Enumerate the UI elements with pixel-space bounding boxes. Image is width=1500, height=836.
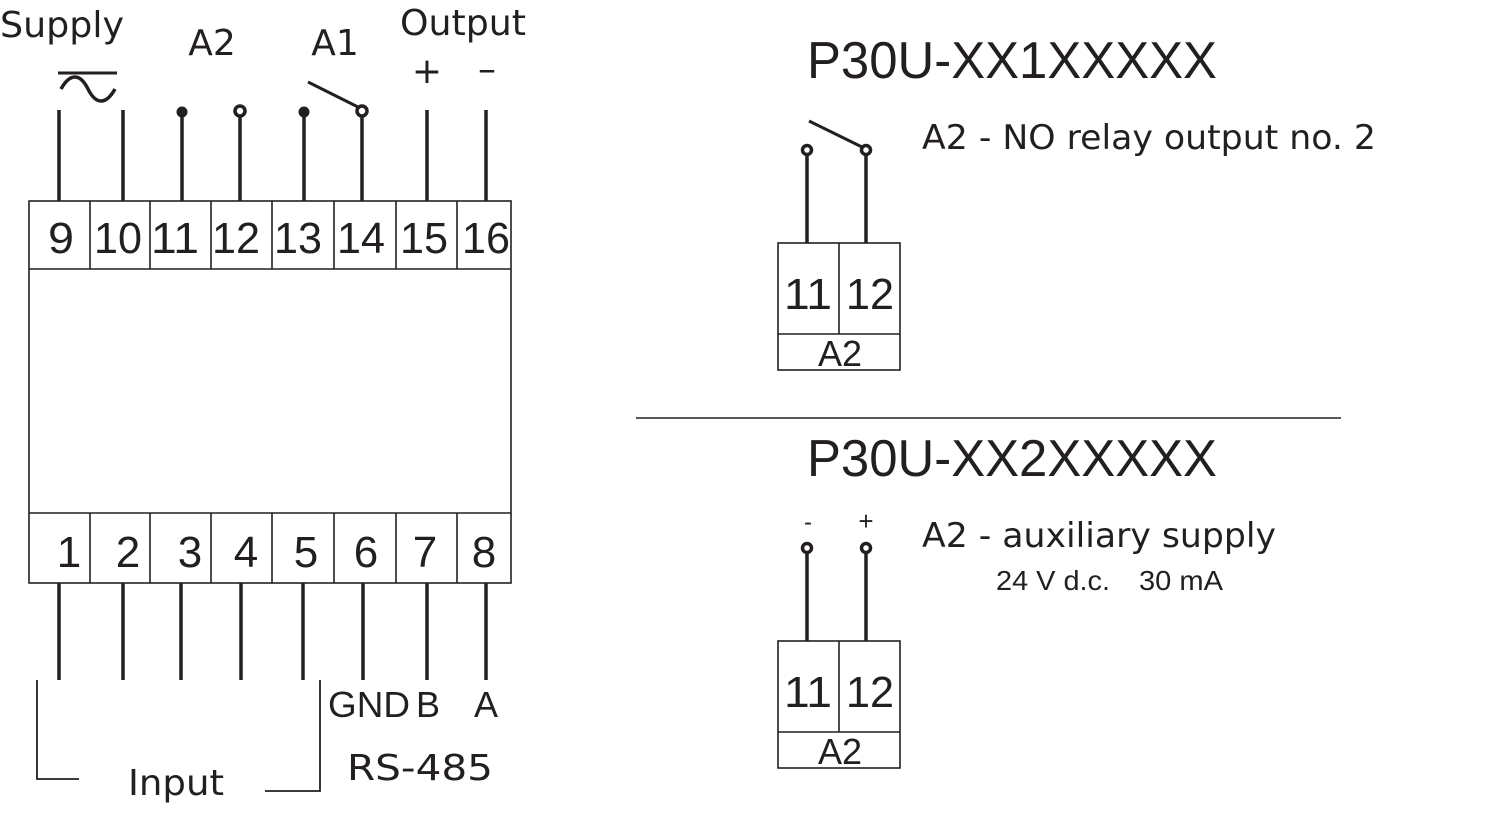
rs485-label: RS-485 (347, 748, 493, 789)
variant2-description: A2 - auxiliary supply (922, 516, 1276, 556)
terminal-dot-11 (176, 106, 188, 118)
terminal-dot-13 (298, 106, 310, 118)
a1-top-label: A1 (311, 23, 359, 64)
variant1-terminal-11: 11 (784, 270, 832, 319)
terminal-15-label: 15 (400, 214, 448, 263)
variant1-relay-contact (808, 119, 863, 149)
variant1-dot-12 (859, 143, 873, 157)
terminal-5-label: 5 (294, 528, 318, 577)
supply-label: Supply (0, 5, 124, 46)
variant1-section: P30U-XX1XXXXX A2 - NO relay output no. 2… (777, 32, 1376, 374)
variant2-terminal-11: 11 (784, 668, 832, 717)
terminal-block-body (28, 200, 512, 584)
ac-wave-icon (59, 75, 117, 103)
variant2-spec-voltage: 24 V d.c. (996, 565, 1110, 596)
terminal-1-label: 1 (57, 528, 81, 577)
variant2-section: P30U-XX2XXXXX A2 - auxiliary supply 24 V… (777, 430, 1276, 772)
output-plus-label: + (412, 51, 442, 92)
relay-a1-contact (307, 80, 361, 110)
terminal-6-label: 6 (354, 528, 378, 577)
terminal-13-label: 13 (274, 214, 322, 263)
top-wires (57, 80, 488, 201)
variant2-plus-label: + (858, 506, 873, 536)
bottom-wires (57, 583, 488, 680)
variant2-dot-11 (800, 541, 814, 555)
terminal-11-label: 11 (151, 214, 199, 263)
variant2-group-label: A2 (818, 731, 862, 772)
main-terminal-block: 9 10 11 12 13 14 15 16 1 2 3 4 5 6 7 8 (28, 200, 512, 584)
variant1-title: P30U-XX1XXXXX (807, 32, 1217, 90)
variant2-minus-label: - (804, 509, 812, 536)
input-bracket-right (265, 680, 321, 792)
terminal-8-label: 8 (472, 528, 496, 577)
variant2-dot-12 (859, 541, 873, 555)
terminal-9-label: 9 (48, 214, 74, 263)
variant1-dot-11 (800, 143, 814, 157)
b-label: B (416, 684, 440, 725)
a2-top-label: A2 (188, 23, 236, 64)
variant2-terminal-12: 12 (846, 668, 894, 717)
variant1-terminal-12: 12 (846, 270, 894, 319)
terminal-4-label: 4 (234, 528, 258, 577)
variant1-description: A2 - NO relay output no. 2 (922, 118, 1376, 158)
terminal-16-label: 16 (462, 214, 510, 263)
terminal-2-label: 2 (116, 528, 140, 577)
input-bracket-left (36, 680, 79, 780)
variant2-title: P30U-XX2XXXXX (807, 430, 1217, 488)
input-label: Input (128, 763, 224, 804)
terminal-12-label: 12 (212, 214, 260, 263)
terminal-10-label: 10 (94, 214, 142, 263)
a-label: A (474, 684, 498, 725)
gnd-label: GND (328, 684, 410, 725)
output-label: Output (400, 3, 526, 44)
output-minus-label: – (478, 49, 496, 90)
terminal-3-label: 3 (178, 528, 202, 577)
terminal-dot-12 (233, 104, 247, 118)
terminal-7-label: 7 (413, 528, 437, 577)
variant2-spec-current: 30 mA (1139, 565, 1223, 596)
terminal-dot-14 (355, 104, 369, 118)
terminal-14-label: 14 (337, 214, 385, 263)
variant1-group-label: A2 (818, 333, 862, 374)
